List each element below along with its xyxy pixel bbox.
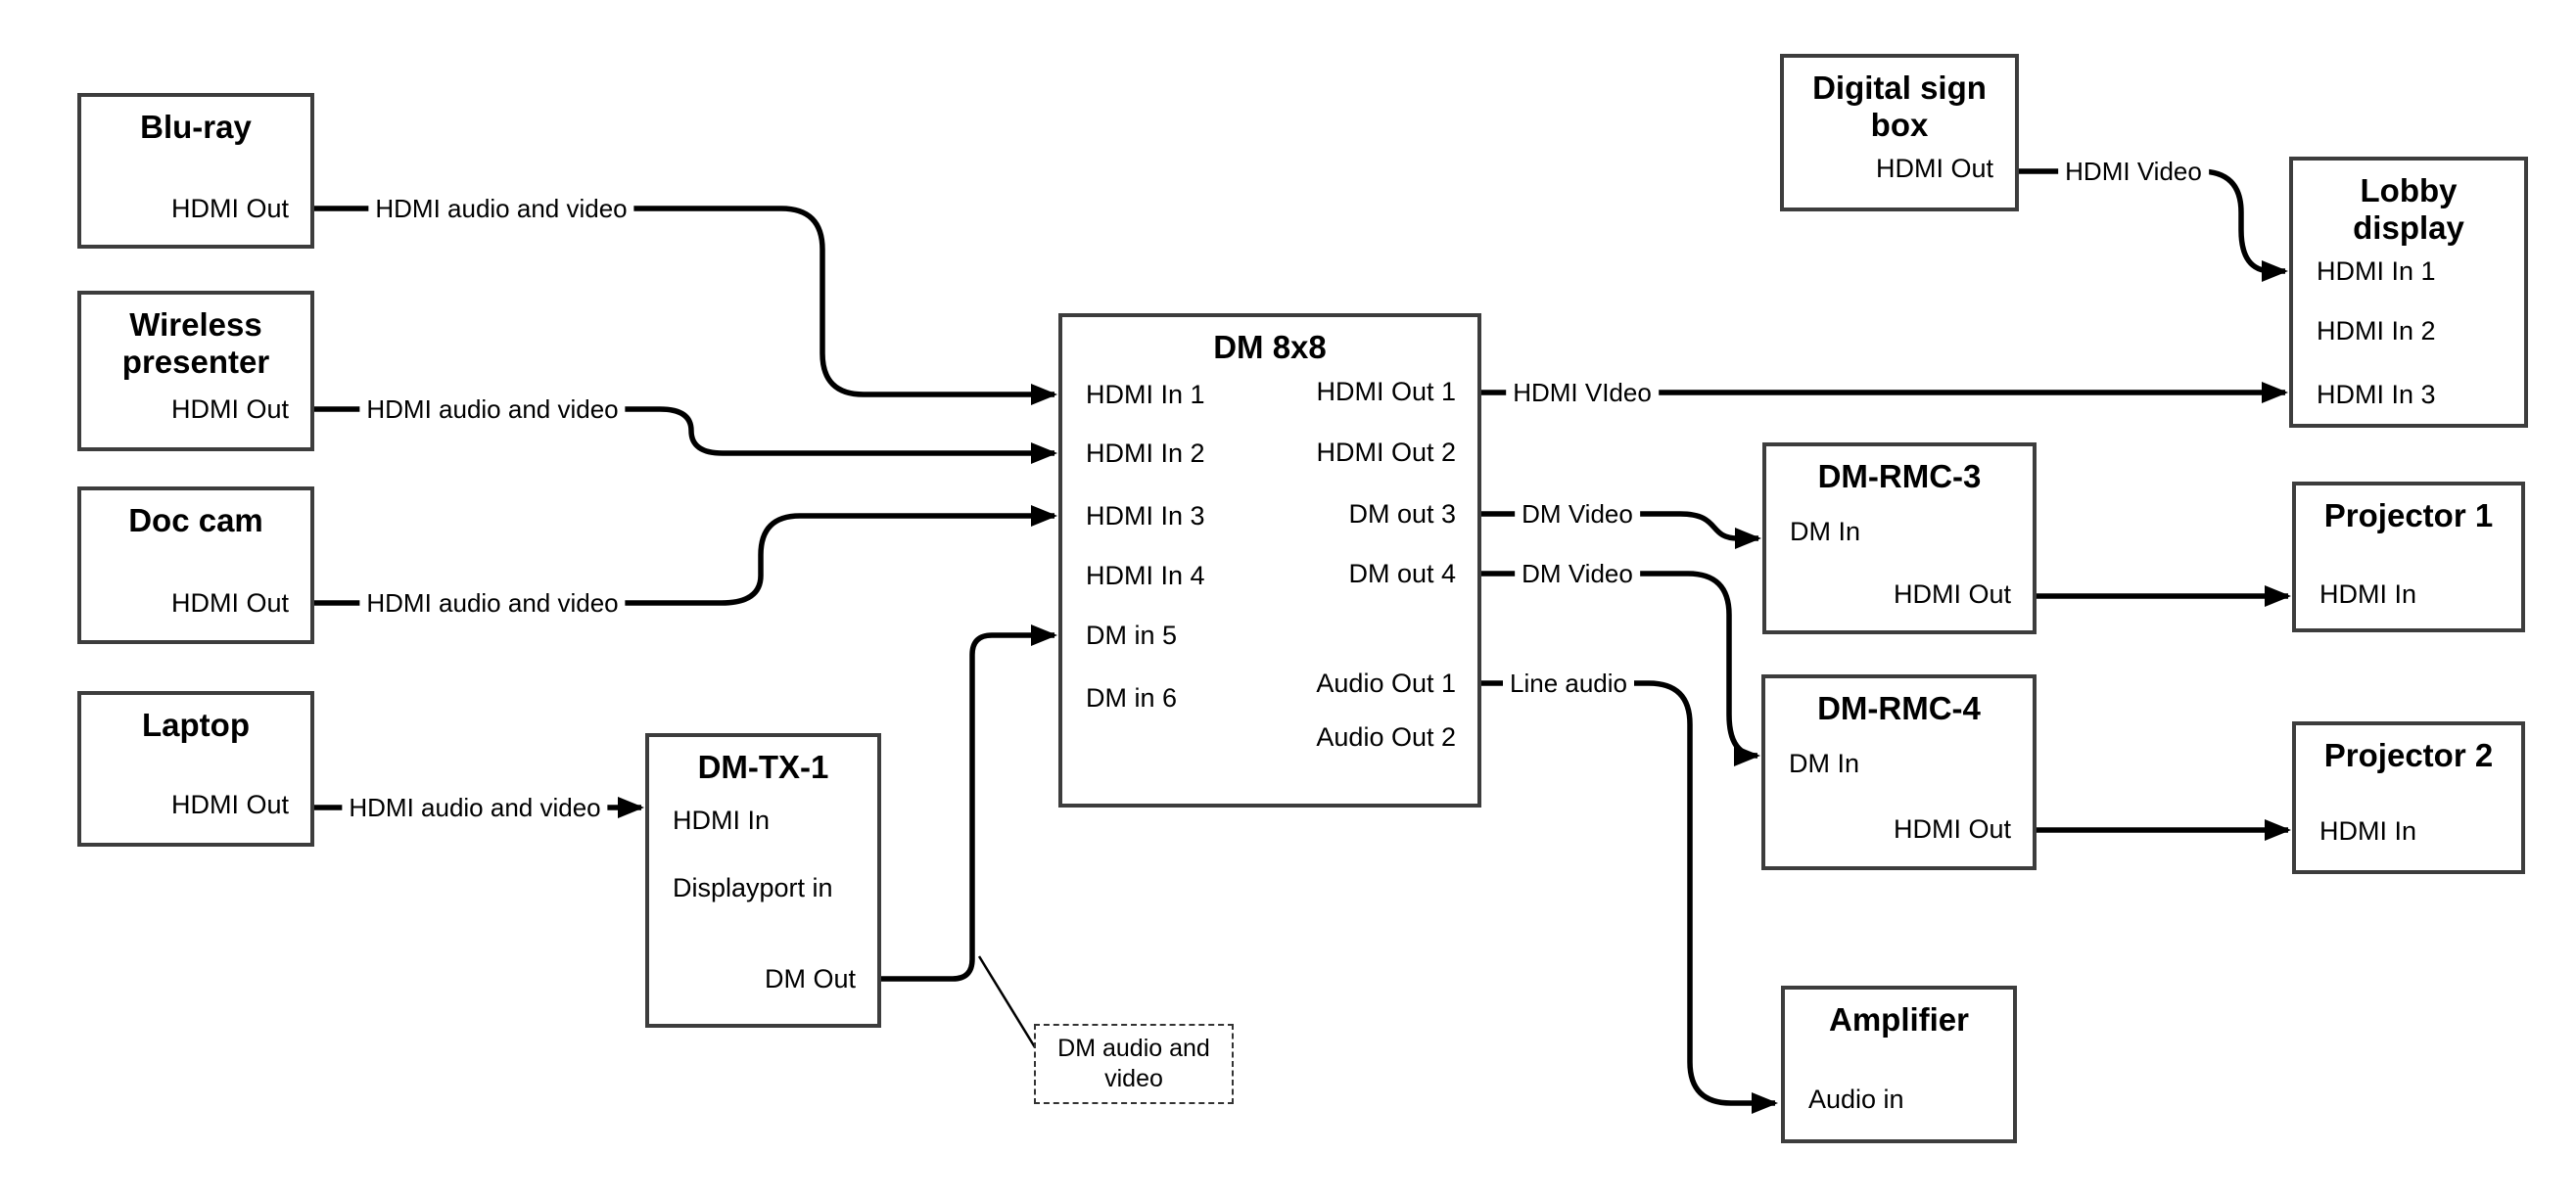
node-title-line: Laptop: [142, 707, 250, 743]
port-digital-sign-box-hdmi-out: HDMI Out: [1875, 154, 1993, 183]
edge-label-edge-laptop-to-dmtx1-hdmi-in: HDMI audio and video: [342, 793, 608, 822]
port-blu-ray-hdmi-out: HDMI Out: [170, 194, 289, 223]
port-dm-tx-1-dm-out: DM Out: [764, 964, 856, 993]
edge-label-edge-doccam-to-dm8x8-hdmi-in-3: HDMI audio and video: [359, 588, 626, 618]
node-title-blu-ray: Blu-ray: [81, 109, 310, 146]
edge-label-edge-bluray-to-dm8x8-hdmi-in-1: HDMI audio and video: [368, 194, 634, 223]
node-title-laptop: Laptop: [81, 707, 310, 744]
port-dm-rmc-4-hdmi-out: HDMI Out: [1893, 814, 2011, 844]
port-amplifier-audio-in: Audio in: [1808, 1085, 1904, 1114]
node-title-line: DM-RMC-4: [1817, 690, 1981, 726]
port-dm-8x8-dm-out-3: DM out 3: [1348, 499, 1456, 529]
edge-label-edge-dm8x8-out3-to-rmc3-dm-in: DM Video: [1515, 499, 1640, 529]
edge-dm8x8-out3-to-rmc3-dm-in: [1481, 511, 1761, 549]
port-dm-8x8-hdmi-in-2: HDMI In 2: [1086, 439, 1205, 468]
port-dm-rmc-3-hdmi-out: HDMI Out: [1893, 579, 2011, 609]
node-title-line: DM 8x8: [1213, 329, 1327, 365]
node-title-projector-1: Projector 1: [2296, 497, 2521, 534]
node-title-line: presenter: [121, 344, 270, 380]
port-dm-8x8-hdmi-out-2: HDMI Out 2: [1316, 438, 1456, 467]
port-wireless-presenter-hdmi-out: HDMI Out: [170, 394, 289, 424]
port-lobby-display-hdmi-in-2: HDMI In 2: [2317, 316, 2436, 346]
port-dm-rmc-3-dm-in: DM In: [1790, 517, 1861, 546]
port-dm-8x8-dm-in-5: DM in 5: [1086, 621, 1178, 650]
port-dm-8x8-hdmi-in-1: HDMI In 1: [1086, 380, 1205, 409]
port-dm-8x8-hdmi-in-3: HDMI In 3: [1086, 501, 1205, 531]
node-title-doc-cam: Doc cam: [81, 502, 310, 539]
node-title-line: Projector 1: [2323, 497, 2494, 533]
port-laptop-hdmi-out: HDMI Out: [170, 790, 289, 819]
edge-doccam-to-dm8x8-hdmi-in-3: [314, 505, 1057, 606]
node-title-dm-rmc-4: DM-RMC-4: [1765, 690, 2033, 727]
node-title-dm-tx-1: DM-TX-1: [649, 749, 877, 786]
port-dm-8x8-audio-out-1: Audio Out 1: [1316, 669, 1456, 698]
dm-audio-video-note: DM audio and video: [1034, 1024, 1234, 1104]
node-title-line: box: [1870, 107, 1929, 143]
node-title-line: Projector 2: [2323, 737, 2494, 773]
port-dm-8x8-hdmi-in-4: HDMI In 4: [1086, 561, 1205, 590]
note-line: DM audio and: [1057, 1035, 1210, 1062]
port-lobby-display-hdmi-in-3: HDMI In 3: [2317, 380, 2436, 409]
port-dm-8x8-dm-out-4: DM out 4: [1348, 559, 1456, 588]
edge-dm8x8-audio1-to-amplifier: [1481, 680, 1778, 1114]
callout-dm-audio-video: [977, 955, 1037, 1048]
port-dm-8x8-hdmi-out-1: HDMI Out 1: [1316, 377, 1456, 406]
node-title-line: Digital sign: [1812, 69, 1987, 106]
node-title-line: DM-TX-1: [697, 749, 829, 785]
node-title-line: Amplifier: [1828, 1001, 1970, 1038]
edge-label-edge-dm8x8-out4-to-rmc4-dm-in: DM Video: [1515, 559, 1640, 588]
node-projector-2: Projector 2 HDMI In: [2292, 721, 2525, 874]
port-dm-rmc-4-dm-in: DM In: [1789, 749, 1860, 778]
node-title-line: Doc cam: [128, 502, 263, 538]
edge-label-edge-wireless-to-dm8x8-hdmi-in-2: HDMI audio and video: [359, 394, 626, 424]
edge-label-edge-dm8x8-audio1-to-amplifier: Line audio: [1503, 669, 1634, 698]
edge-label-edge-dm8x8-out1-to-lobby-in-3: HDMI VIdeo: [1506, 378, 1659, 407]
node-dm-rmc-3: DM-RMC-3 DM In HDMI Out: [1762, 442, 2037, 634]
node-title-amplifier: Amplifier: [1785, 1001, 2013, 1039]
node-title-dm-8x8: DM 8x8: [1062, 329, 1477, 366]
port-lobby-display-hdmi-in-1: HDMI In 1: [2317, 256, 2436, 286]
port-doc-cam-hdmi-out: HDMI Out: [170, 588, 289, 618]
node-dm-rmc-4: DM-RMC-4 DM In HDMI Out: [1761, 674, 2037, 870]
port-dm-8x8-audio-out-2: Audio Out 2: [1316, 722, 1456, 752]
node-title-line: Wireless: [129, 306, 262, 343]
node-title-line: DM-RMC-3: [1817, 458, 1982, 494]
node-title-line: Lobby: [2360, 172, 2458, 208]
node-projector-1: Projector 1 HDMI In: [2292, 482, 2525, 632]
note-line: video: [1104, 1065, 1163, 1092]
port-projector-1-hdmi-in: HDMI In: [2319, 579, 2417, 609]
node-title-dm-rmc-3: DM-RMC-3: [1766, 458, 2033, 495]
port-projector-2-hdmi-in: HDMI In: [2319, 816, 2417, 846]
port-dm-8x8-dm-in-6: DM in 6: [1086, 683, 1178, 713]
edge-label-edge-digitalsign-to-lobby-in-1: HDMI Video: [2058, 157, 2209, 186]
edge-dmtx1-to-dm8x8-dm-in-5: [881, 624, 1057, 982]
edge-wireless-to-dm8x8-hdmi-in-2: [314, 406, 1057, 464]
port-dm-tx-1-hdmi-in: HDMI In: [673, 806, 771, 835]
node-title-line: display: [2353, 209, 2464, 246]
node-title-line: Blu-ray: [140, 109, 252, 145]
edge-dm8x8-out4-to-rmc4-dm-in: [1481, 571, 1760, 766]
port-dm-tx-1-displayport-in: Displayport in: [673, 873, 833, 902]
edge-digitalsign-to-lobby-in-1: [2019, 168, 2288, 282]
node-title-projector-2: Projector 2: [2296, 737, 2521, 774]
edge-bluray-to-dm8x8-hdmi-in-1: [314, 206, 1057, 405]
